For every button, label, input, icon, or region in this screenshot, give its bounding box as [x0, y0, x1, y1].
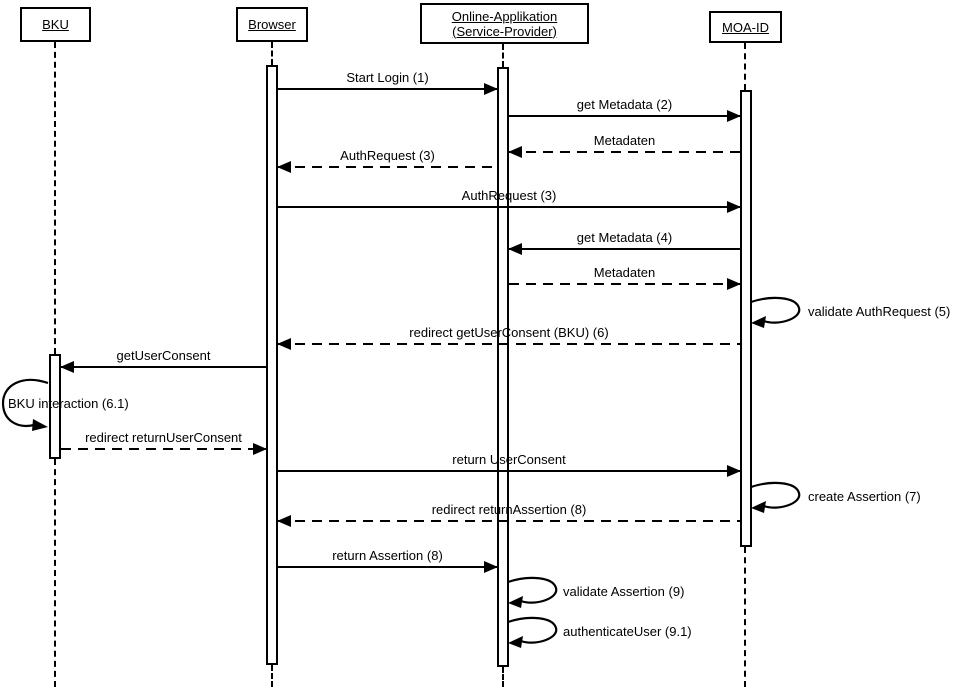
- self-loop-validate-assertion: [507, 576, 558, 608]
- actor-box-browser: Browser: [236, 7, 308, 42]
- lifeline-bku-lower: [54, 459, 56, 687]
- message-line: [509, 151, 740, 153]
- message-get-metadata-4: get Metadata (4): [508, 230, 740, 255]
- lifeline-moaid-lower: [744, 547, 746, 687]
- self-loop-label: authenticateUser (9.1): [563, 624, 692, 639]
- lifeline-browser-upper: [271, 42, 273, 65]
- message-label: getUserConsent: [116, 348, 211, 363]
- message-line: [278, 88, 497, 90]
- message-label: get Metadata (2): [576, 97, 673, 112]
- activation-bar-browser: [266, 65, 278, 665]
- arrowhead-right-icon: [484, 83, 498, 95]
- message-label: return Assertion (8): [332, 548, 443, 563]
- self-loop-validate-authrequest: [750, 296, 801, 328]
- message-label: Metadaten: [593, 133, 656, 148]
- message-label: AuthRequest (3): [461, 188, 557, 203]
- arrowhead-left-icon: [508, 596, 523, 608]
- message-label: Start Login (1): [346, 70, 429, 85]
- message-line: [61, 366, 266, 368]
- self-loop-label: BKU interaction (6.1): [8, 396, 129, 411]
- actor-box-bku: BKU: [20, 7, 91, 42]
- arrowhead-left-icon: [277, 515, 291, 527]
- activation-bar-bku: [49, 354, 61, 459]
- message-return-assertion: return Assertion (8): [278, 548, 498, 573]
- message-redirect-getuserconsent: redirect getUserConsent (BKU) (6): [277, 325, 740, 350]
- message-label: Metadaten: [593, 265, 656, 280]
- arrowhead-right-icon: [253, 443, 267, 455]
- arrowhead-left-icon: [60, 361, 74, 373]
- message-redirect-returnassertion: redirect returnAssertion (8): [277, 502, 740, 527]
- lifeline-moaid-upper: [744, 43, 746, 90]
- arrowhead-right-icon: [484, 561, 498, 573]
- self-loop-label: create Assertion (7): [808, 489, 921, 504]
- self-loop-label: validate AuthRequest (5): [808, 304, 951, 319]
- message-line: [509, 283, 740, 285]
- message-redirect-returnuserconsent: redirect returnUserConsent: [61, 430, 267, 455]
- message-label: get Metadata (4): [576, 230, 673, 245]
- message-metadaten-return-1: Metadaten: [508, 133, 740, 158]
- lifeline-browser-lower: [271, 665, 273, 687]
- lifeline-bku-upper: [54, 42, 56, 354]
- self-loop-bku-interaction: [1, 378, 49, 431]
- message-line: [278, 470, 740, 472]
- message-authrequest-forward: AuthRequest (3): [278, 188, 741, 213]
- self-loop-label: validate Assertion (9): [563, 584, 685, 599]
- message-getuserconsent: getUserConsent: [60, 348, 266, 373]
- arrowhead-right-icon: [727, 110, 741, 122]
- message-line: [278, 566, 497, 568]
- actor-box-moa-id: MOA-ID: [709, 11, 782, 43]
- arrowhead-right-icon: [727, 201, 741, 213]
- message-label: AuthRequest (3): [340, 148, 435, 163]
- actor-box-online-applikation: Online-Applikation (Service-Provider): [420, 3, 589, 44]
- arrowhead-left-icon: [277, 161, 291, 173]
- message-label: redirect returnUserConsent: [85, 430, 242, 445]
- arrowhead-left-icon: [508, 243, 522, 255]
- message-line: [278, 206, 740, 208]
- lifeline-onlineapp-lower: [502, 667, 504, 687]
- lifeline-onlineapp-upper: [502, 44, 504, 67]
- message-label: redirect getUserConsent (BKU) (6): [409, 325, 609, 340]
- message-start-login: Start Login (1): [278, 70, 498, 95]
- arrowhead-left-icon: [508, 146, 522, 158]
- activation-bar-onlineapp: [497, 67, 509, 667]
- arrowhead-left-icon: [751, 316, 766, 328]
- message-return-userconsent: return UserConsent: [278, 452, 741, 477]
- actor-label-moa-id: MOA-ID: [722, 19, 769, 35]
- arrowhead-right-icon: [727, 278, 741, 290]
- arrowhead-left-icon: [508, 636, 523, 648]
- message-line: [278, 166, 497, 168]
- actor-label-bku: BKU: [42, 17, 69, 32]
- message-metadaten-return-2: Metadaten: [509, 265, 741, 290]
- message-get-metadata-2: get Metadata (2): [509, 97, 741, 122]
- message-authrequest-redirect: AuthRequest (3): [277, 148, 497, 173]
- arrowhead-right-icon: [32, 419, 48, 431]
- arrowhead-left-icon: [277, 338, 291, 350]
- message-label: return UserConsent: [452, 452, 566, 467]
- message-line: [61, 448, 266, 450]
- self-loop-create-assertion: [750, 481, 801, 513]
- message-line: [278, 520, 740, 522]
- activation-bar-moaid: [740, 90, 752, 547]
- message-line: [278, 343, 740, 345]
- actor-label-online-applikation: Online-Applikation (Service-Provider): [451, 8, 558, 39]
- self-loop-authenticateuser: [507, 616, 558, 648]
- arrowhead-right-icon: [727, 465, 741, 477]
- message-line: [509, 248, 740, 250]
- actor-label-browser: Browser: [248, 17, 296, 32]
- message-label: redirect returnAssertion (8): [431, 502, 587, 517]
- arrowhead-left-icon: [751, 501, 766, 513]
- message-line: [509, 115, 740, 117]
